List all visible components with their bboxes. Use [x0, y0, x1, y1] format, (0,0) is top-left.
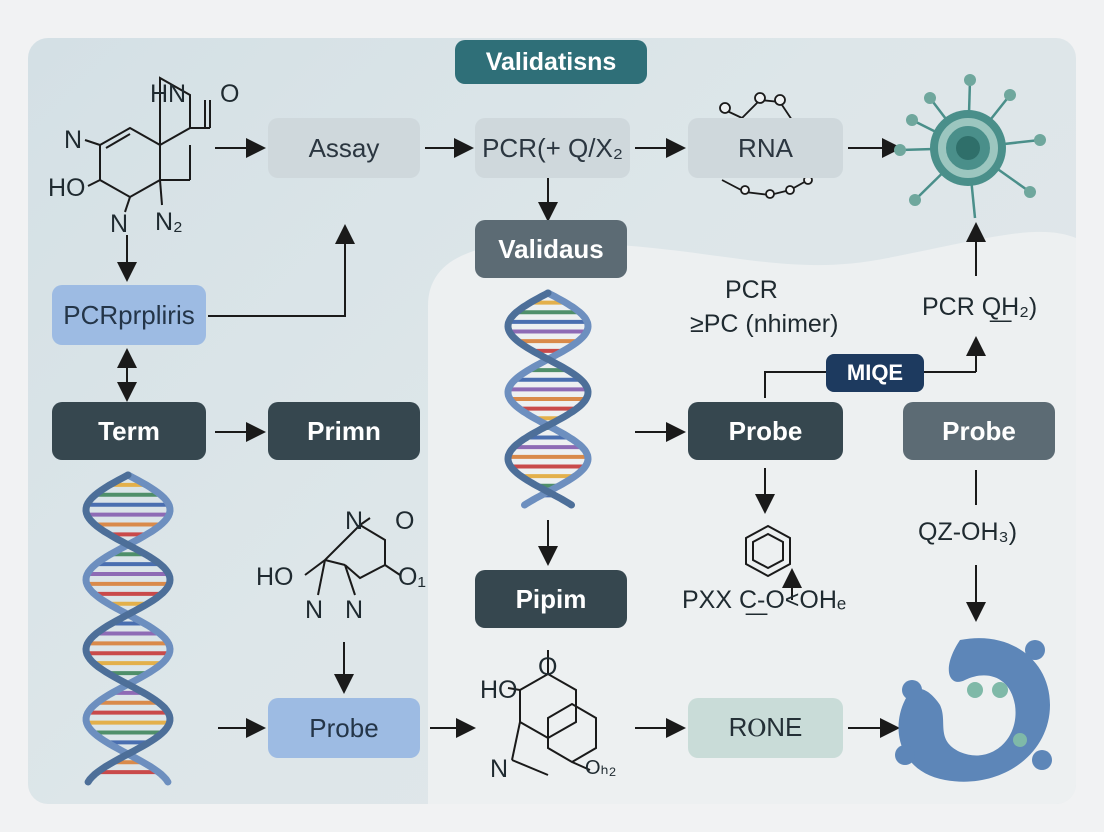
- mol2-n: N: [345, 507, 364, 535]
- miqe-badge[interactable]: MIQE: [826, 354, 924, 392]
- pcr-label: PCR: [725, 276, 778, 304]
- molecule-icon: [507, 650, 597, 776]
- probe-bottom-box[interactable]: Probe: [268, 698, 420, 758]
- pcr-box[interactable]: PCR(+ Q/X₂: [475, 118, 630, 178]
- dna-helix-icon: [82, 471, 174, 786]
- primn-box[interactable]: Primn: [268, 402, 420, 460]
- dna-helix-icon: [504, 289, 592, 509]
- pcr-qh2-label: PCR Q͟H₂): [922, 293, 1038, 321]
- pc-nhimer-label: ≥PC (nhimer): [690, 310, 839, 338]
- mol1-o: O: [220, 80, 240, 108]
- mol2-ho: HO: [256, 563, 294, 591]
- mol3-n: N: [490, 755, 509, 783]
- enzyme-icon: [895, 638, 1052, 782]
- mol3-o: O: [538, 653, 558, 681]
- probe-mid-box[interactable]: Probe: [688, 402, 843, 460]
- pcrprpliris-box[interactable]: PCRprpliris: [52, 285, 206, 345]
- mol2-n3: N: [345, 596, 364, 624]
- virus-icon: [894, 74, 1046, 219]
- mol1-nsub: N₂: [155, 208, 183, 236]
- mol1-n2: N: [110, 210, 129, 238]
- mol3-ho: HO: [480, 676, 518, 704]
- pipim-box[interactable]: Pipim: [475, 570, 627, 628]
- mol1-ho: HO: [48, 174, 86, 202]
- mol3-oh2: Oₕ₂: [585, 757, 617, 779]
- arrow-pcrprpliris-to-assay: [208, 224, 355, 317]
- rone-box[interactable]: RⲞNE: [688, 698, 843, 758]
- rna-box[interactable]: RNA: [688, 118, 843, 178]
- probe-right-box[interactable]: Probe: [903, 402, 1055, 460]
- mol2-n2: N: [305, 596, 324, 624]
- mol2-o: O: [395, 507, 415, 535]
- term-box[interactable]: Term: [52, 402, 206, 460]
- molecule-icon: [304, 517, 401, 596]
- mol2-oh: O₁: [398, 563, 426, 591]
- validaus-box[interactable]: Validaus: [475, 220, 627, 278]
- qz-oh3-label: QZ-OH₃): [918, 518, 1018, 546]
- molecule-icon: [84, 76, 211, 213]
- assay-box[interactable]: Assay: [268, 118, 420, 178]
- pxx-label: PXX C͟-O<OHₑ: [682, 586, 847, 614]
- mol1-n: N: [64, 126, 83, 154]
- benzene-icon: [745, 524, 791, 578]
- mol1-hn: HN: [150, 80, 187, 108]
- header-title: Validatisns: [455, 40, 647, 84]
